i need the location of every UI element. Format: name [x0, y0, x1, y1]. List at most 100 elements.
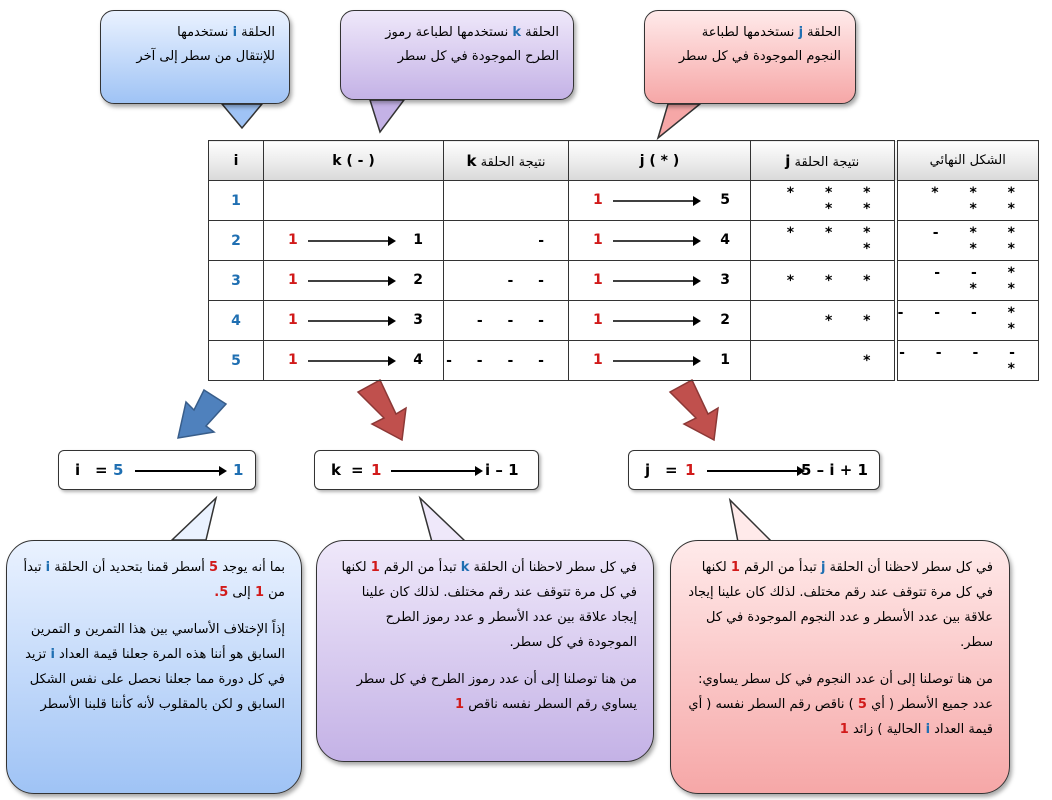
- cell-i: 5: [208, 340, 264, 381]
- red-down-arrow-j: [668, 378, 719, 442]
- cell-final-shape: - * * * *: [893, 220, 1039, 261]
- formula-from: 1: [685, 461, 696, 479]
- j-to: 3: [720, 272, 730, 288]
- formula-eq: =: [665, 461, 678, 479]
- cell-i: 2: [208, 220, 264, 261]
- bottom-left-box-tail: [170, 495, 218, 541]
- k-to: 3: [413, 312, 423, 328]
- formula-box-i: i = 5 1: [58, 450, 256, 490]
- formula-to: i – 1: [485, 461, 519, 479]
- formula-eq: =: [95, 461, 108, 479]
- formula-box-k: k = 1 i – 1: [314, 450, 539, 490]
- header-i: i: [208, 140, 264, 181]
- table-header-row: i k ( - ) نتيجة الحلقة k j ( * ) نتيجة ا…: [208, 140, 1039, 181]
- bottom-left-explanation: بما أنه يوجد 5 أسطر قمنا بتحديد أن الحلق…: [6, 540, 302, 794]
- formula-eq: =: [351, 461, 364, 479]
- formula-box-j: j = 1 5 – i + 1: [628, 450, 880, 490]
- callout-line-1: الحلقة k نستخدمها لطباعة رموز: [385, 25, 559, 40]
- callout-line-1: الحلقة j نستخدمها لطباعة: [701, 25, 841, 40]
- header-final: الشكل النهائي: [893, 140, 1039, 181]
- cell-k-range: [263, 180, 444, 221]
- callout-line-2: النجوم الموجودة في كل سطر: [678, 49, 841, 64]
- blue-down-arrow: [177, 388, 228, 439]
- range-arrow-icon: [308, 356, 396, 366]
- red-down-arrow-k: [356, 378, 407, 442]
- range-arrow-icon: [308, 316, 396, 326]
- formula-arrow-icon: [707, 466, 805, 476]
- range-arrow-icon: [613, 356, 701, 366]
- cell-k-result: - -: [443, 260, 569, 301]
- k-to: 4: [413, 352, 423, 368]
- formula-from: 5: [113, 461, 124, 479]
- k-from: 1: [288, 312, 298, 328]
- explanation-paragraph-2: من هنا توصلنا إلى أن عدد رموز الطرح في ك…: [356, 672, 637, 712]
- formula-var: j: [645, 461, 651, 479]
- cell-j-result: * * * *: [750, 220, 896, 261]
- top-right-callout-tail: [656, 103, 703, 141]
- cell-k-result: - - -: [443, 300, 569, 341]
- callout-line-2: للإنتقال من سطر إلى آخر: [136, 49, 275, 64]
- bottom-right-box-tail: [728, 497, 774, 543]
- range-arrow-icon: [613, 276, 701, 286]
- cell-j-result: * *: [750, 300, 896, 341]
- j-from: 1: [593, 312, 603, 328]
- top-left-callout-tail: [220, 103, 264, 130]
- cell-final-shape: - - - - *: [893, 340, 1039, 381]
- j-to: 5: [720, 192, 730, 208]
- top-left-callout: الحلقة i نستخدمها للإنتقال من سطر إلى آخ…: [100, 10, 290, 104]
- range-arrow-icon: [613, 196, 701, 206]
- cell-final-shape: * * * * *: [893, 180, 1039, 221]
- cell-j-result: * * * * *: [750, 180, 896, 221]
- j-to: 1: [720, 352, 730, 368]
- k-from: 1: [288, 232, 298, 248]
- header-k-range: k ( - ): [263, 140, 444, 181]
- cell-i: 3: [208, 260, 264, 301]
- range-arrow-icon: [308, 276, 396, 286]
- explanation-paragraph-1: في كل سطر لاحظنا أن الحلقة k تبدأ من الر…: [341, 560, 637, 650]
- header-j-range: j ( * ): [568, 140, 751, 181]
- cell-i: 4: [208, 300, 264, 341]
- j-from: 1: [593, 352, 603, 368]
- j-from: 1: [593, 232, 603, 248]
- k-to: 2: [413, 272, 423, 288]
- formula-arrow-icon: [391, 466, 483, 476]
- top-middle-callout: الحلقة k نستخدمها لطباعة رموز الطرح المو…: [340, 10, 574, 100]
- callout-line-1: الحلقة i نستخدمها: [177, 25, 275, 40]
- k-to: 1: [413, 232, 423, 248]
- header-k-result: نتيجة الحلقة k: [443, 140, 569, 181]
- range-arrow-icon: [613, 236, 701, 246]
- formula-to: 1: [233, 461, 244, 479]
- explanation-paragraph-1: في كل سطر لاحظنا أن الحلقة j تبدأ من الر…: [688, 560, 993, 650]
- formula-var: i: [75, 461, 81, 479]
- k-from: 1: [288, 272, 298, 288]
- formula-var: k: [331, 461, 341, 479]
- cell-k-result: -: [443, 220, 569, 261]
- j-from: 1: [593, 192, 603, 208]
- explanation-paragraph-2: إذاً الإختلاف الأساسي بين هذا التمرين و …: [25, 622, 285, 712]
- range-arrow-icon: [308, 236, 396, 246]
- top-right-callout: الحلقة j نستخدمها لطباعة النجوم الموجودة…: [644, 10, 856, 104]
- header-j-result: نتيجة الحلقة j: [750, 140, 896, 181]
- k-from: 1: [288, 352, 298, 368]
- bottom-middle-box-tail: [418, 495, 468, 543]
- cell-final-shape: - - * * *: [893, 260, 1039, 301]
- cell-k-result: - - - -: [443, 340, 569, 381]
- cell-final-shape: - - - * *: [893, 300, 1039, 341]
- top-middle-callout-tail: [368, 99, 406, 134]
- formula-from: 1: [371, 461, 382, 479]
- formula-to: 5 – i + 1: [801, 461, 868, 479]
- explanation-paragraph-1: بما أنه يوجد 5 أسطر قمنا بتحديد أن الحلق…: [23, 560, 285, 600]
- j-to: 2: [720, 312, 730, 328]
- bottom-right-explanation: في كل سطر لاحظنا أن الحلقة j تبدأ من الر…: [670, 540, 1010, 794]
- explanation-paragraph-2: من هنا توصلنا إلى أن عدد النجوم في كل سط…: [688, 672, 993, 737]
